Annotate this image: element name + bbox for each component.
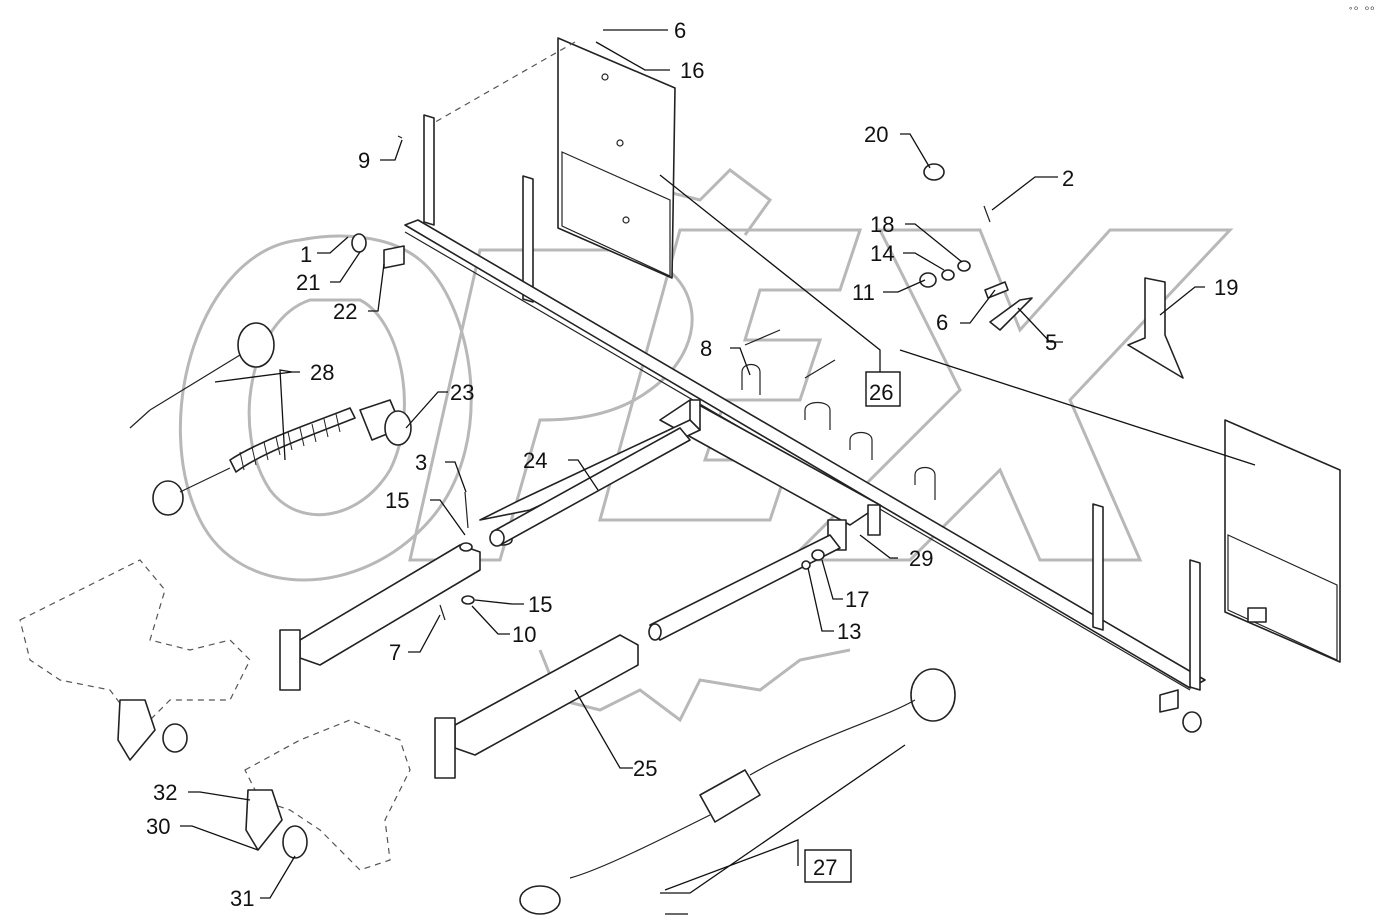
part-labels: 6 16 9 20 2 18 14 11 6 5 19 1 21 22 28 2… <box>146 18 1238 911</box>
bracket-19 <box>1127 277 1184 379</box>
label-23: 23 <box>450 380 474 405</box>
label-6a: 6 <box>674 18 686 43</box>
tractor-hitch-bottom-left <box>19 559 411 871</box>
label-29: 29 <box>909 546 933 571</box>
leader-lines <box>180 29 1256 915</box>
label-19: 19 <box>1214 275 1238 300</box>
label-3: 3 <box>415 450 427 475</box>
label-17: 17 <box>845 587 869 612</box>
label-5: 5 <box>1045 330 1057 355</box>
label-26: 26 <box>869 380 893 405</box>
label-32: 32 <box>153 780 177 805</box>
label-box-27 <box>804 849 852 883</box>
label-8: 8 <box>700 336 712 361</box>
square-arm-right <box>434 534 841 779</box>
lamp-and-coil-cable <box>129 322 356 516</box>
tube-24 <box>489 427 691 547</box>
label-10: 10 <box>512 622 536 647</box>
square-arm-left <box>279 419 701 691</box>
label-22: 22 <box>333 299 357 324</box>
label-30: 30 <box>146 814 170 839</box>
label-6b: 6 <box>936 310 948 335</box>
label-25: 25 <box>633 756 657 781</box>
label-14: 14 <box>870 241 894 266</box>
label-15a: 15 <box>385 488 409 513</box>
license-plate-holder-right <box>1224 419 1341 663</box>
mounting-frame <box>404 114 1206 691</box>
label-16: 16 <box>680 58 704 83</box>
license-plate-holder-left <box>429 37 676 279</box>
label-9: 9 <box>358 148 370 173</box>
label-18: 18 <box>870 212 894 237</box>
label-7: 7 <box>389 640 401 665</box>
u-bolts <box>741 329 936 500</box>
label-1: 1 <box>300 242 312 267</box>
label-24: 24 <box>523 448 547 473</box>
label-27: 27 <box>813 855 837 880</box>
label-11: 11 <box>852 280 875 305</box>
label-box-26 <box>865 371 901 407</box>
cable-27 <box>519 668 956 915</box>
socket-23 <box>359 399 412 446</box>
label-28: 28 <box>310 360 334 385</box>
label-21: 21 <box>296 270 320 295</box>
label-13: 13 <box>837 619 861 644</box>
label-2: 2 <box>1062 166 1074 191</box>
label-20: 20 <box>864 122 888 147</box>
label-15b: 15 <box>528 592 552 617</box>
label-31: 31 <box>230 886 254 911</box>
corner-mark: °º ººº <box>1348 6 1376 16</box>
hardware <box>351 135 1202 733</box>
